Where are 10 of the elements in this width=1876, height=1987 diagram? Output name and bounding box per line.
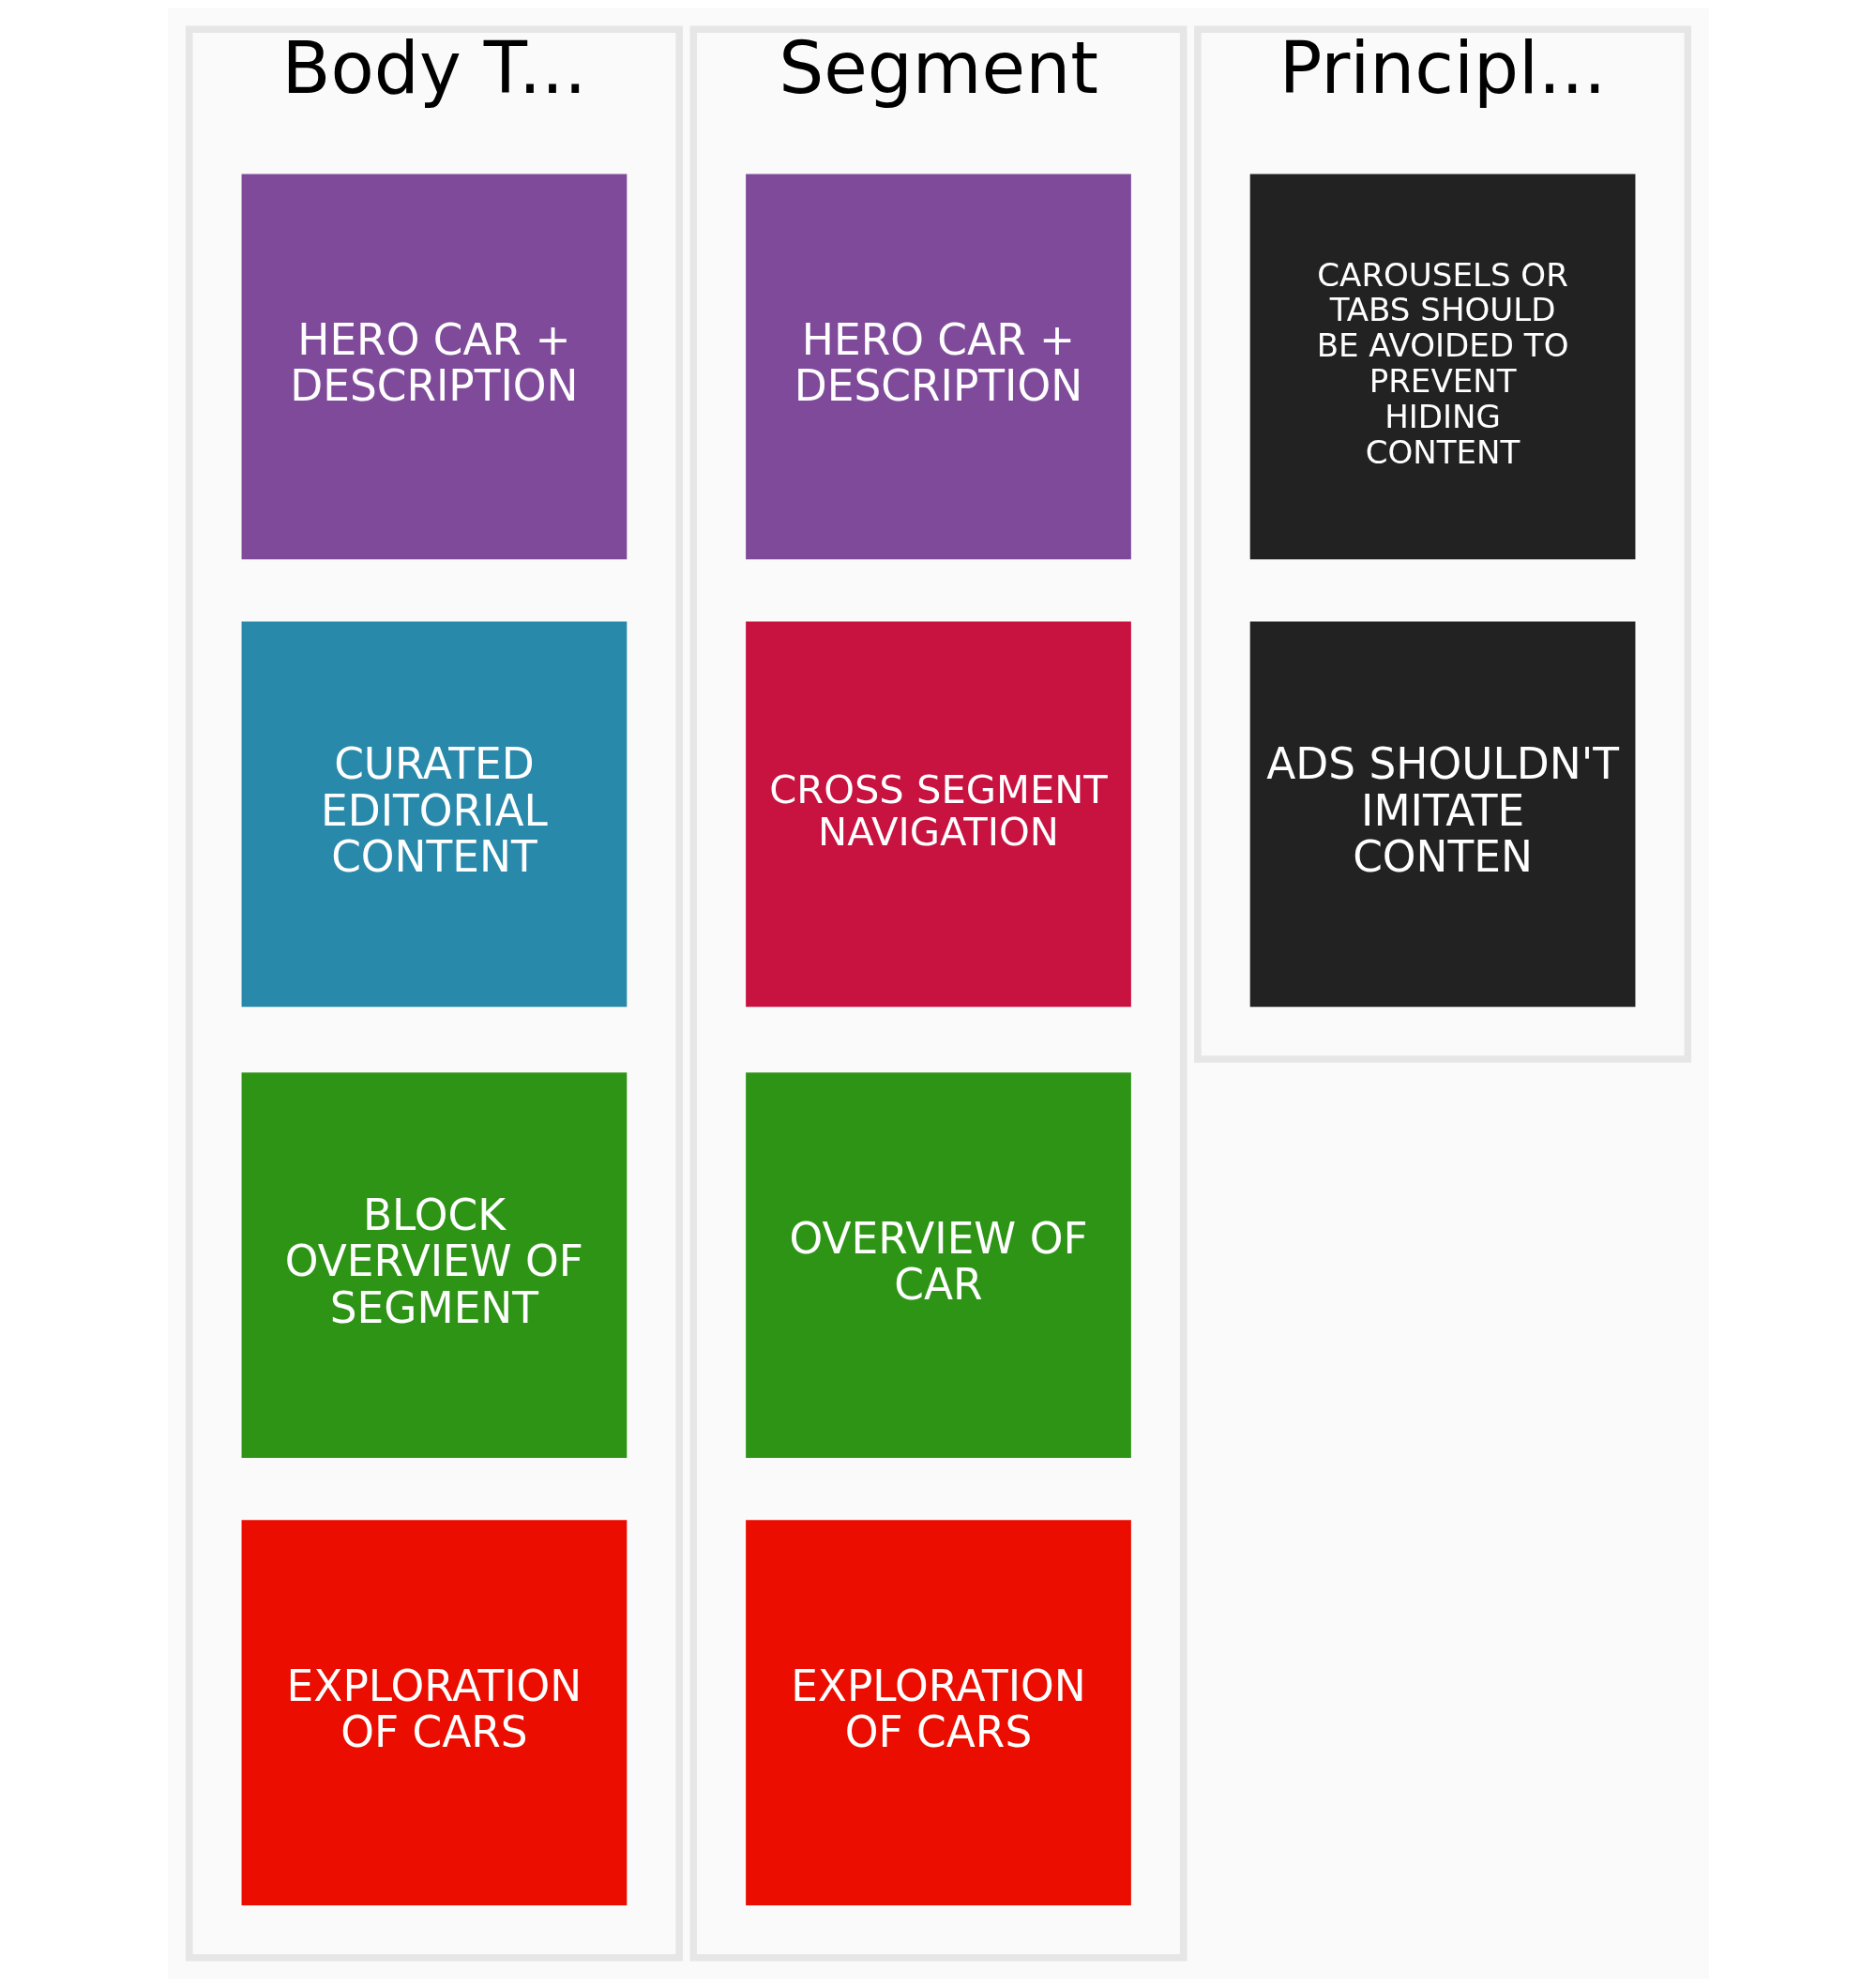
node-box: OVERVIEW OF CAR — [745, 1072, 1131, 1458]
node-box: HERO CAR + DESCRIPTION — [241, 174, 627, 560]
node-box: CAROUSELS OR TABS SHOULD BE AVOIDED TO PREVENT HIDING CONTENT — [1249, 174, 1635, 560]
node-box: BLOCK OVERVIEW OF SEGMENT — [241, 1072, 627, 1458]
node-box: EXPLORATION OF CARS — [745, 1520, 1131, 1905]
node-box: CURATED EDITORIAL CONTENT — [241, 621, 627, 1008]
node-box: CROSS SEGMENT NAVIGATION — [745, 621, 1131, 1008]
node-box: EXPLORATION OF CARS — [241, 1520, 627, 1905]
node-box: HERO CAR + DESCRIPTION — [745, 174, 1131, 560]
node-box: ADS SHOULDN'T IMITATE CONTEN — [1249, 621, 1635, 1008]
